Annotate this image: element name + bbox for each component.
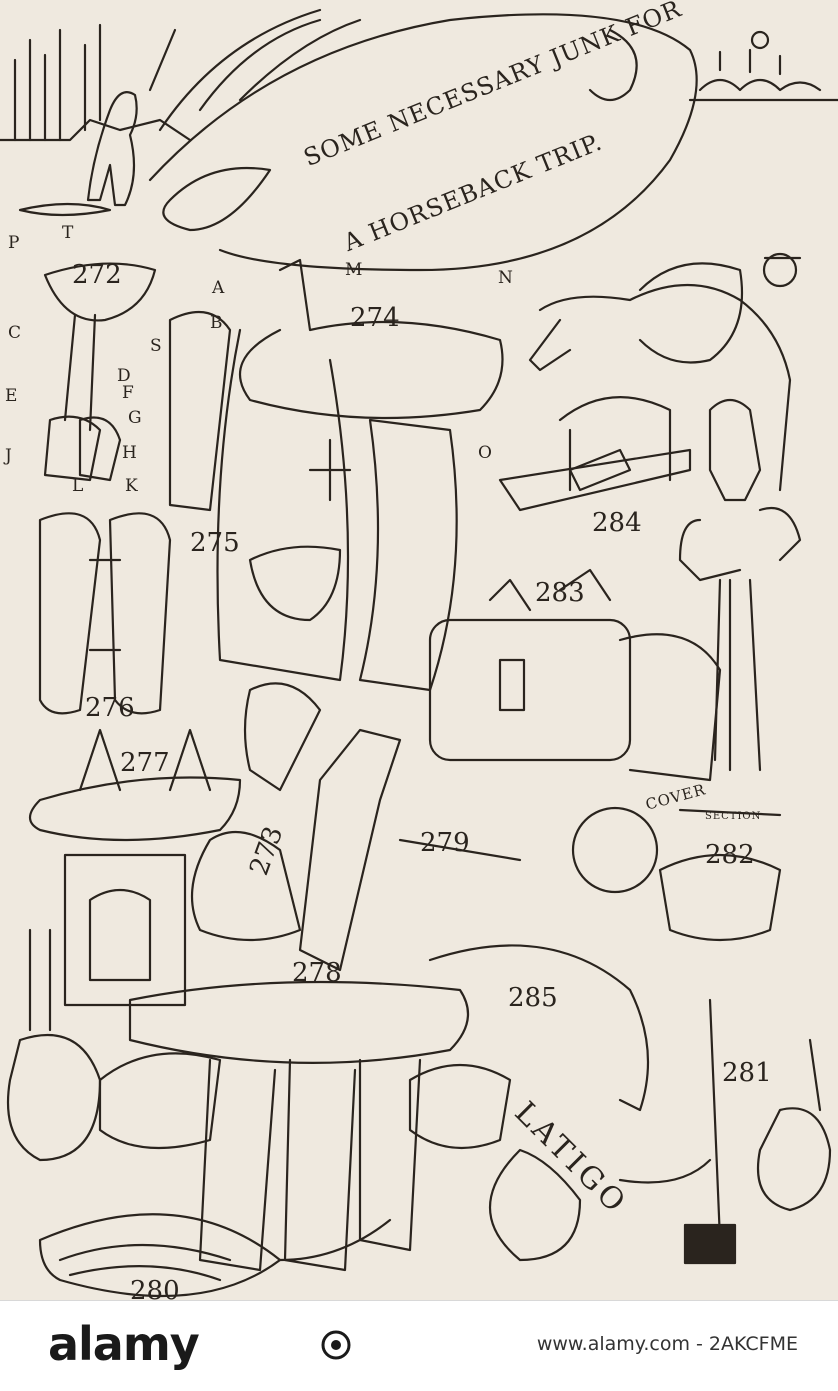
banner-scroll xyxy=(148,8,698,272)
fig-label-274: 274 xyxy=(350,303,400,333)
saddle-tree-273 xyxy=(190,682,322,942)
letter-T: T xyxy=(62,223,74,243)
letter-K: K xyxy=(125,476,138,496)
pannier-283 xyxy=(428,568,722,782)
fig-label-285: 285 xyxy=(508,983,558,1013)
letter-S: S xyxy=(150,336,162,356)
fisherman-scene xyxy=(0,23,192,217)
sawbuck-279 xyxy=(298,728,522,972)
pack-saddle-277 xyxy=(28,728,242,842)
letter-D: D xyxy=(117,366,131,386)
latigo-strap-285 xyxy=(428,944,712,1262)
fig-label-278: 278 xyxy=(292,958,342,988)
fig-label-276: 276 xyxy=(85,693,135,723)
packed-saddle-278 xyxy=(98,980,512,1272)
stock-image-id: www.alamy.com - 2AKCFME xyxy=(536,1333,798,1355)
canteen-bag xyxy=(6,928,102,1162)
fig-label-280: 280 xyxy=(130,1276,180,1300)
horse-front-pack xyxy=(678,398,802,772)
fig-label-272: 272 xyxy=(72,260,122,290)
letter-G: G xyxy=(128,408,142,428)
packhorse-with-handler xyxy=(528,252,802,492)
saddle-272 xyxy=(43,262,157,482)
axe-and-skillet-281 xyxy=(683,998,832,1265)
letter-E: E xyxy=(5,386,18,406)
letter-F: F xyxy=(122,383,134,403)
letter-H: H xyxy=(122,443,137,463)
dutch-oven-282 xyxy=(571,806,782,942)
letter-O: O xyxy=(478,443,492,463)
pack-tree-276 xyxy=(38,512,172,715)
box-hitch-284 xyxy=(498,396,692,512)
horse-riders-distance xyxy=(688,30,838,102)
letter-J: J xyxy=(5,446,12,466)
stock-footer: alamy www.alamy.com - 2AKCFME xyxy=(0,1300,838,1391)
fig-label-279: 279 xyxy=(420,828,470,858)
letter-N: N xyxy=(498,268,513,288)
lariat-280 xyxy=(38,1213,392,1298)
section-label: SECTION xyxy=(705,811,762,822)
alamy-mark-icon xyxy=(321,1330,351,1360)
letter-L: L xyxy=(72,476,84,496)
letter-M: M xyxy=(345,260,363,280)
letter-B: B xyxy=(210,313,223,333)
fig-label-275: 275 xyxy=(190,528,240,558)
letter-P: P xyxy=(8,233,20,253)
saddle-pad-275 xyxy=(168,310,232,512)
framed-figure xyxy=(63,853,187,1007)
alamy-logo[interactable]: alamy xyxy=(48,1317,200,1371)
engraving-illustration: SOME NECESSARY JUNK FOR A HORSEBACK TRIP… xyxy=(0,0,838,1300)
fig-label-283: 283 xyxy=(535,578,585,608)
fig-label-282: 282 xyxy=(705,840,755,870)
letter-C: C xyxy=(8,323,22,343)
fig-label-284: 284 xyxy=(592,508,642,538)
letter-A: A xyxy=(212,278,225,298)
fig-label-277: 277 xyxy=(120,748,170,778)
fig-label-281: 281 xyxy=(722,1058,772,1088)
illustration-drawing xyxy=(0,8,838,1298)
